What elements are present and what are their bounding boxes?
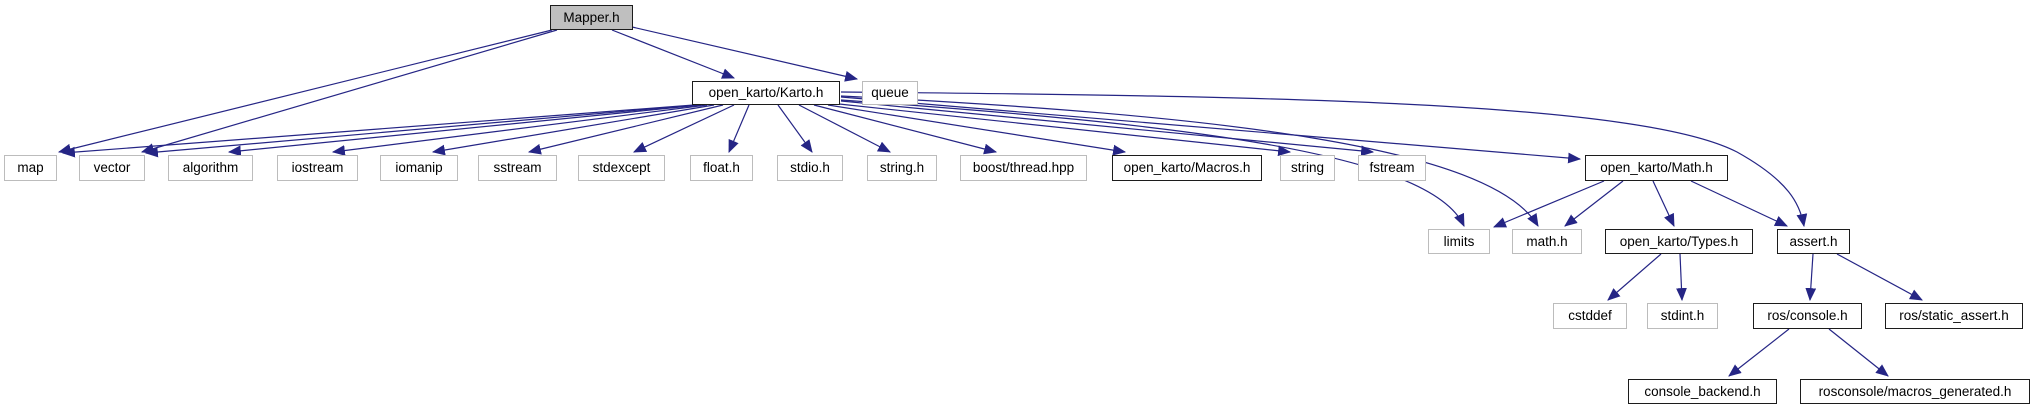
node-backend[interactable]: console_backend.h — [1628, 379, 1777, 404]
edge-karto-to-math_h — [840, 95, 1539, 227]
edge-karto-to-iomanip — [431, 104, 715, 156]
edge-karto-to-math — [840, 96, 1582, 164]
node-cstddef: cstddef — [1553, 303, 1627, 329]
edge-assert-to-static_assert — [1836, 253, 1923, 301]
edge-math-to-assert — [1690, 180, 1788, 227]
node-boost: boost/thread.hpp — [960, 155, 1087, 181]
edge-karto-to-stdexcept — [633, 104, 735, 153]
edge-karto-to-sstream — [527, 104, 724, 155]
edge-karto-to-map — [61, 104, 695, 158]
node-iomanip: iomanip — [380, 155, 458, 181]
edge-mapper-to-queue — [631, 26, 859, 82]
node-static_assert[interactable]: ros/static_assert.h — [1885, 303, 2023, 329]
edge-math-to-math_h — [1564, 180, 1624, 227]
edge-karto-to-float_h — [728, 104, 750, 153]
node-iostream: iostream — [277, 155, 358, 181]
node-vector: vector — [79, 155, 145, 181]
node-float_h: float.h — [690, 155, 753, 181]
node-fstream: fstream — [1358, 155, 1426, 181]
node-console[interactable]: ros/console.h — [1753, 303, 1862, 329]
edge-types-to-stdint_h — [1676, 253, 1687, 302]
node-string_h: string.h — [867, 155, 937, 181]
node-macros[interactable]: open_karto/Macros.h — [1112, 155, 1262, 181]
node-assert[interactable]: assert.h — [1777, 229, 1850, 254]
edge-karto-to-limits — [840, 99, 1465, 227]
node-karto[interactable]: open_karto/Karto.h — [692, 81, 840, 105]
node-limits: limits — [1428, 229, 1490, 254]
edge-mapper-to-karto — [611, 29, 736, 79]
edge-karto-to-string_h — [798, 104, 891, 153]
node-queue: queue — [862, 81, 918, 105]
node-mapper: Mapper.h — [550, 5, 633, 30]
node-stdio_h: stdio.h — [777, 155, 843, 181]
node-algorithm: algorithm — [168, 155, 253, 181]
edge-karto-to-vector — [144, 104, 698, 158]
edge-karto-to-algorithm — [227, 104, 702, 157]
edge-karto-to-macros — [827, 104, 1127, 156]
edge-karto-to-iostream — [331, 104, 708, 156]
node-types[interactable]: open_karto/Types.h — [1605, 229, 1753, 254]
node-macgen[interactable]: rosconsole/macros_generated.h — [1800, 379, 2030, 404]
node-stdexcept: stdexcept — [578, 155, 665, 181]
edge-assert-to-console — [1805, 253, 1817, 302]
edge-karto-to-boost — [813, 104, 998, 155]
node-sstream: sstream — [478, 155, 557, 181]
node-map: map — [4, 155, 57, 181]
node-stdint_h: stdint.h — [1647, 303, 1718, 329]
edge-math-to-limits — [1493, 180, 1605, 228]
edge-karto-to-assert — [840, 91, 1808, 228]
edge-console-to-backend — [1728, 328, 1790, 377]
edge-mapper-to-vector — [140, 29, 558, 154]
edge-types-to-cstddef — [1607, 253, 1662, 301]
edge-console-to-macgen — [1828, 328, 1889, 377]
edge-karto-to-stdio_h — [777, 104, 813, 153]
edge-karto-to-string — [838, 103, 1292, 157]
node-string: string — [1280, 155, 1335, 181]
edge-mapper-to-map — [57, 29, 553, 155]
edge-math-to-types — [1652, 180, 1675, 227]
edge-karto-to-fstream — [840, 100, 1375, 157]
node-math_h: math.h — [1512, 229, 1582, 254]
node-math[interactable]: open_karto/Math.h — [1585, 155, 1728, 181]
